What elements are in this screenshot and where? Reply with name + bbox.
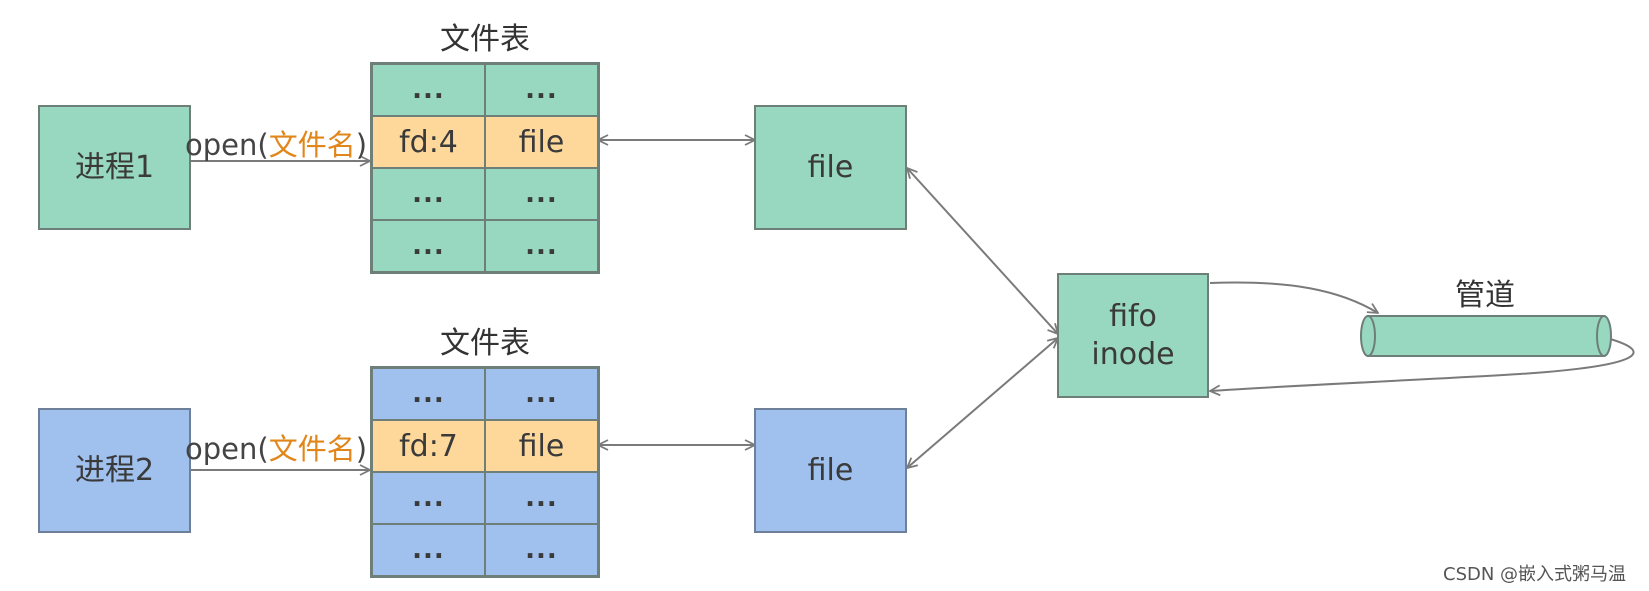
open-filename-1: 文件名 [268,128,356,162]
pipe-cylinder [1360,315,1612,357]
process-2-label: 进程2 [74,452,155,488]
inode-line-1: fifo [1109,299,1157,334]
table2-cell: ... [372,368,485,420]
process-1-box: 进程1 [38,105,191,230]
table2-cell: ... [485,524,598,576]
file-object-2-label: file [807,452,854,488]
open-filename-2: 文件名 [268,432,356,466]
table2-cell: ... [372,472,485,524]
file-object-1-label: file [807,149,854,185]
arrow-pipe-to-inode [1210,336,1635,391]
table2-fd-cell: fd:7 [372,420,485,472]
table1-cell: ... [372,220,485,272]
open-call-1: open(文件名) [185,128,368,162]
process-1-label: 进程1 [74,149,155,185]
file-table-1: ... ... fd:4 file ... ... ... ... [370,62,600,274]
table1-fd-cell: fd:4 [372,116,485,168]
inode-line-2: inode [1091,336,1175,372]
table2-cell: ... [485,368,598,420]
table1-file-cell: file [485,116,598,168]
open-call-2: open(文件名) [185,432,368,466]
file-table-2: ... ... fd:7 file ... ... ... ... [370,366,600,578]
table1-cell: ... [485,220,598,272]
table1-cell: ... [485,168,598,220]
table2-file-cell: file [485,420,598,472]
arrow-inode-to-pipe [1209,281,1378,313]
table1-cell: ... [372,64,485,116]
file-table-2-title: 文件表 [440,326,530,361]
file-object-2: file [754,408,907,533]
file-table-1-title: 文件表 [440,22,530,57]
watermark: CSDN @嵌入式粥马温 [1443,564,1627,585]
process-2-box: 进程2 [38,408,191,533]
table2-cell: ... [485,472,598,524]
arrow-file2-inode [907,338,1058,468]
table1-cell: ... [485,64,598,116]
arrow-file1-inode [907,168,1058,334]
file-object-1: file [754,105,907,230]
table1-cell: ... [372,168,485,220]
fifo-inode-box: fifo inode [1057,273,1209,398]
table2-cell: ... [372,524,485,576]
pipe-label: 管道 [1455,278,1515,313]
